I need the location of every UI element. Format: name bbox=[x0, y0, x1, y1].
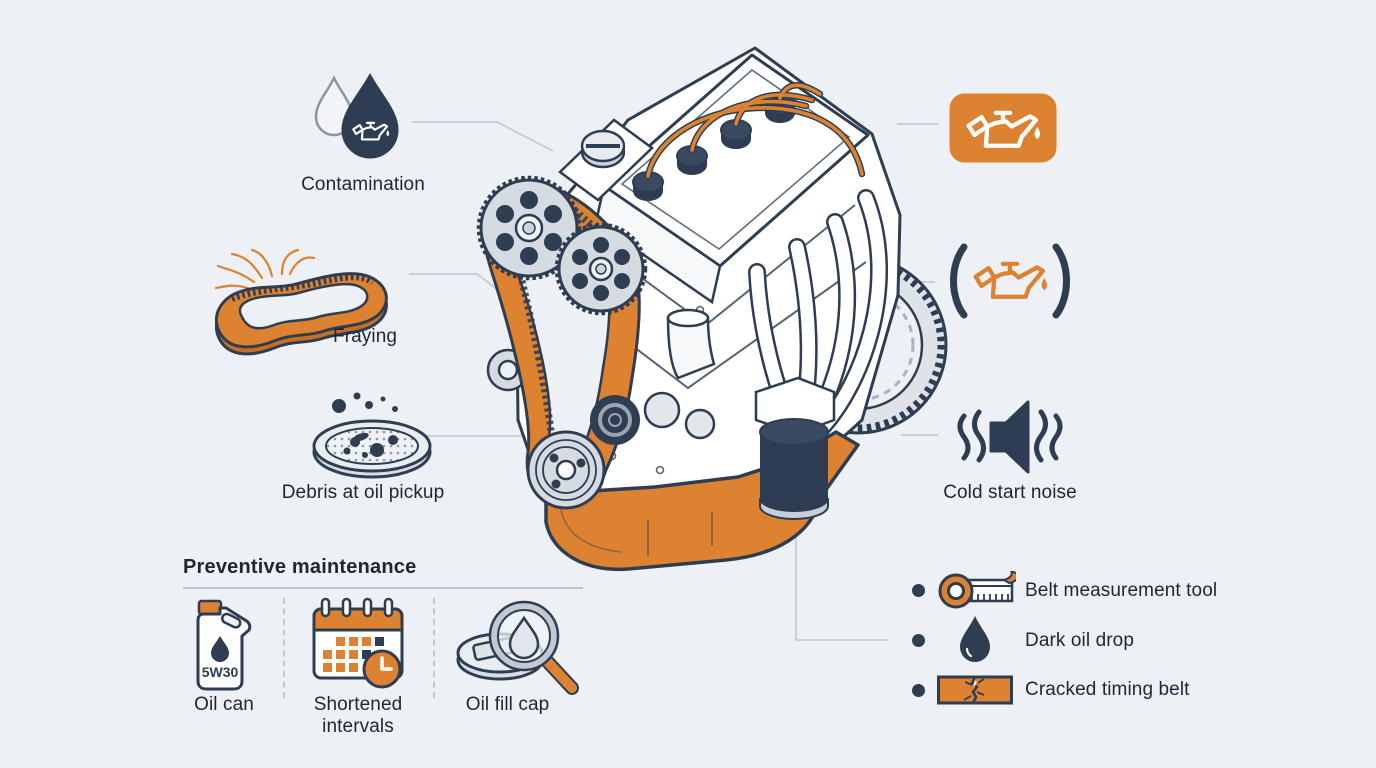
oil-drops-icon bbox=[314, 72, 399, 159]
idler-roller bbox=[590, 395, 640, 445]
debris-label: Debris at oil pickup bbox=[281, 482, 445, 503]
fraying-label: Fraying bbox=[332, 326, 398, 347]
preventive-divider-1 bbox=[283, 598, 285, 698]
calendar-clock-icon bbox=[312, 597, 404, 689]
frayed-belt-icon bbox=[214, 248, 388, 356]
speaker-noise-icon bbox=[957, 400, 1063, 474]
contamination-label: Contamination bbox=[301, 174, 425, 195]
tape-measure-icon bbox=[938, 571, 1016, 609]
preventive-maintenance-title: Preventive maintenance bbox=[183, 556, 417, 578]
floating-debris bbox=[332, 392, 398, 413]
oil-grade-text: 5W30 bbox=[202, 664, 239, 680]
cold-start-noise-label: Cold start noise bbox=[943, 482, 1077, 503]
legend-label-dark-oil: Dark oil drop bbox=[1025, 630, 1135, 651]
engine-illustration bbox=[476, 46, 948, 572]
oil-fill-cap-label: Oil fill cap bbox=[465, 694, 550, 715]
oil-filter bbox=[754, 376, 836, 520]
oil-pressure-warning-badge-icon bbox=[949, 93, 1057, 163]
fray-strands bbox=[214, 248, 316, 290]
oil-jug-icon: 5W30 bbox=[196, 599, 252, 691]
legend-bullet-3 bbox=[912, 684, 925, 697]
oil-can-label: Oil can bbox=[194, 694, 254, 715]
cam-gear-1 bbox=[476, 175, 582, 281]
magnifier-oil-cap-icon bbox=[456, 600, 579, 695]
legend-label-belt-tool: Belt measurement tool bbox=[1025, 580, 1218, 601]
preventive-rule bbox=[183, 587, 583, 589]
cam-gear-2 bbox=[554, 222, 648, 316]
preventive-divider-2 bbox=[433, 598, 435, 698]
magnifier bbox=[488, 600, 579, 695]
shortened-intervals-label: Shortened intervals bbox=[313, 694, 403, 738]
spark-plug-wires bbox=[644, 82, 866, 180]
legend-bullet-1 bbox=[912, 584, 925, 597]
oil-drop-icon bbox=[960, 616, 990, 662]
cracked-belt-icon bbox=[937, 675, 1013, 705]
debris-dish-icon bbox=[312, 392, 432, 479]
legend-label-cracked-belt: Cracked timing belt bbox=[1025, 679, 1190, 700]
oil-filler-cap bbox=[580, 129, 626, 169]
spark-plug-caps bbox=[632, 82, 866, 201]
oil-pressure-warning-light-icon bbox=[950, 243, 1070, 319]
crankshaft-pulley bbox=[526, 430, 606, 510]
legend-bullet-2 bbox=[912, 634, 925, 647]
